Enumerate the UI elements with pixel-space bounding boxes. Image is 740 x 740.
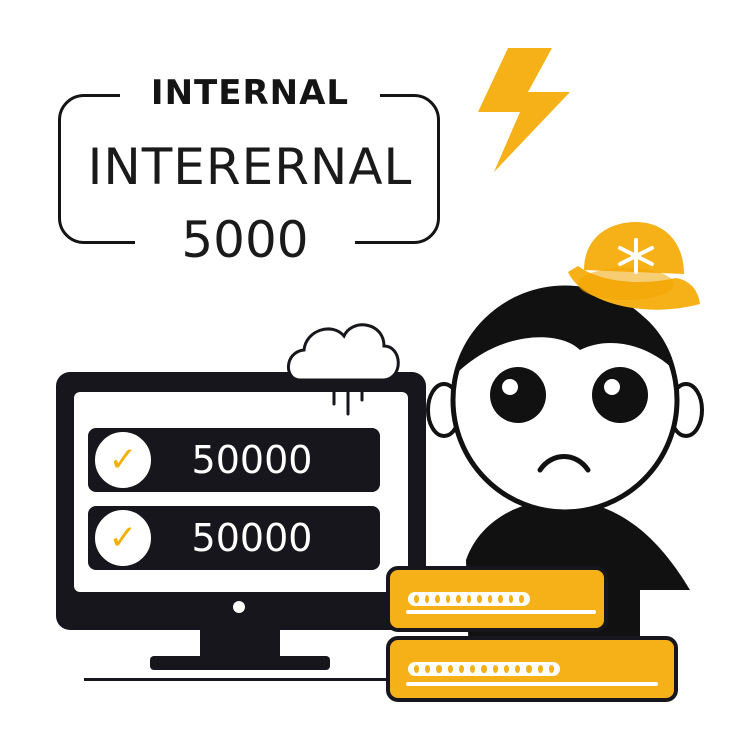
monitor-neck: [200, 629, 280, 659]
book-stripe: [406, 682, 658, 686]
power-indicator: [233, 601, 245, 613]
book-bottom: [386, 636, 678, 702]
heading-label: INTERNAL: [120, 68, 380, 118]
checkmark-icon: ✓: [92, 429, 154, 491]
frame-number: 5000: [135, 211, 355, 269]
row-value: 50000: [191, 516, 313, 560]
value-row: ✓ 50000: [88, 428, 380, 492]
checkmark-icon: ✓: [92, 507, 154, 569]
floor-line: [84, 678, 504, 681]
monitor-stand: [150, 656, 330, 670]
book-pages: [408, 592, 530, 606]
frame-title: INTERERNAL: [87, 138, 413, 196]
row-value: 50000: [191, 438, 313, 482]
book-stripe: [406, 610, 596, 614]
book-pages: [408, 662, 560, 676]
value-row: ✓ 50000: [88, 506, 380, 570]
book-top: [386, 566, 608, 632]
